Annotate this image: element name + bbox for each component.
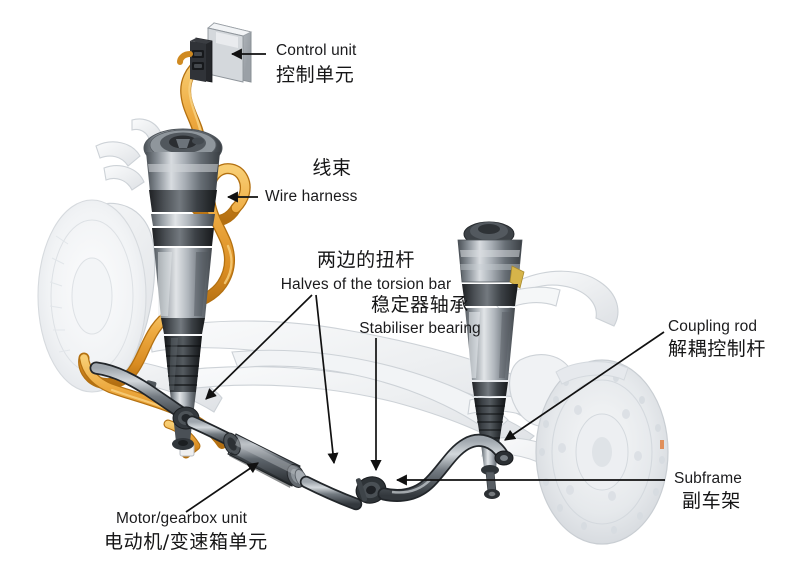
callout-control-unit-en: Control unit — [276, 42, 357, 59]
callout-coupling-rod: Coupling rod 解耦控制杆 — [668, 318, 766, 361]
callout-torsion-bar-en: Halves of the torsion bar — [280, 276, 452, 294]
strut-right — [457, 221, 525, 499]
torsion-bar-assembly — [89, 361, 514, 511]
leader-torsion-left — [205, 294, 313, 400]
strut-left — [143, 128, 223, 450]
callout-stabiliser-bearing-en: Stabiliser bearing — [359, 320, 481, 338]
callout-torsion-bar-cn: 两边的扭杆 — [316, 249, 415, 271]
callout-stabiliser-bearing: 稳定器轴承 Stabiliser bearing — [330, 294, 510, 338]
callout-wire-harness-en: Wire harness — [265, 188, 358, 205]
leader-lines — [185, 48, 665, 513]
callout-wire-harness: 线束 — [268, 157, 396, 179]
callout-motor-gearbox: Motor/gearbox unit 电动机/变速箱单元 — [104, 510, 268, 554]
callout-subframe-cn: 副车架 — [682, 490, 741, 513]
callout-motor-gearbox-cn: 电动机/变速箱单元 — [104, 531, 268, 554]
callout-motor-gearbox-en: Motor/gearbox unit — [116, 510, 248, 527]
callout-wire-harness-en-wrap: Wire harness — [265, 188, 358, 205]
callout-stabiliser-bearing-cn: 稳定器轴承 — [370, 294, 469, 316]
callout-coupling-rod-en: Coupling rod — [668, 318, 758, 335]
callout-wire-harness-cn: 线束 — [312, 157, 352, 179]
callout-torsion-bar: 两边的扭杆 Halves of the torsion bar — [246, 249, 486, 294]
callout-control-unit: Control unit 控制单元 — [276, 42, 356, 87]
callout-control-unit-cn: 控制单元 — [276, 64, 355, 87]
callout-coupling-rod-cn: 解耦控制杆 — [668, 338, 767, 361]
leader-coupling-rod — [504, 331, 665, 441]
leader-torsion-right — [315, 294, 339, 465]
control-unit-box — [177, 22, 253, 83]
brake-disc-right — [535, 359, 669, 545]
callout-subframe-en: Subframe — [674, 470, 742, 487]
callout-subframe: Subframe 副车架 — [674, 470, 742, 513]
leader-motor-gearbox — [185, 462, 259, 513]
